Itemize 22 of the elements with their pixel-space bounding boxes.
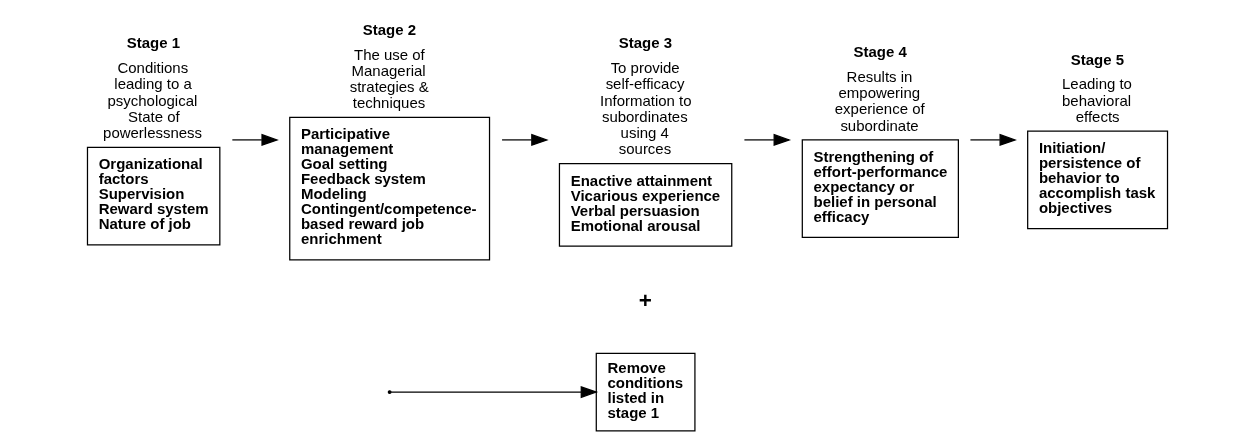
node-label: The use of Managerial strategies & techniques: [349, 45, 429, 112]
node-box: Enactive attainment Vicarious experience Verbal persuasion Emotional arousal: [558, 163, 733, 247]
node-label: Stage 5: [1070, 50, 1124, 68]
node-box: Participative management Goal setting Feedback system Modeling Contingent/competence-based reward job enrichment: [289, 116, 491, 261]
node-label: Leading to behavioral effects: [1062, 75, 1132, 125]
node-label: Stage 2: [362, 20, 417, 38]
node-label: Stage 4: [853, 43, 907, 60]
node-box: Initiation/ persistence of behavior to accomplish task objectives: [1027, 130, 1169, 230]
arrow: [231, 133, 279, 147]
arrow: [501, 133, 549, 147]
arrow: [743, 133, 792, 147]
node-label: To provide self-efficacy Information to subordinates using 4 sources: [600, 59, 692, 158]
arrow: [390, 386, 599, 399]
node-label: Results in empowering experience of subordinate: [834, 67, 925, 134]
node-label: Stage 1: [126, 34, 181, 52]
arrow: [969, 133, 1017, 147]
node-box: Strengthening of effort-performance expectancy or belief in personal efficacy: [801, 139, 959, 238]
node-box: Remove conditions listed in stage 1: [595, 352, 696, 432]
node-label: Conditions leading to a psychological State of powerlessness: [103, 59, 203, 142]
node-label: Stage 3: [618, 34, 673, 52]
node-box: Organizational factors Supervision Reward system Nature of job: [86, 146, 221, 246]
label: +: [638, 287, 652, 313]
